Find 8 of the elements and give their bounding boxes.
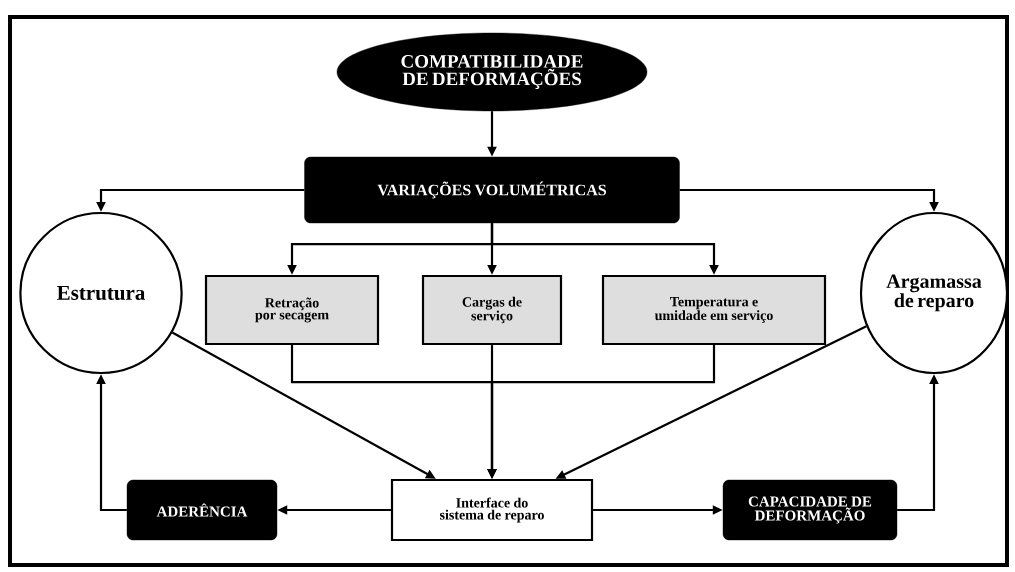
process-box: Temperatura e umidade em serviço [601,274,827,346]
process-box: Cargas de serviço [421,274,563,346]
oval: COMPATIBILIDADE DE DEFORMAÇÕES [336,32,648,112]
process-box: VARIAÇÕES VOLUMÉTRICAS [304,156,680,224]
node-label: Argamassa de reparo [886,274,982,312]
process-box: Retração por secagem [204,274,380,346]
process-box: CAPACIDADE DE DEFORMAÇÃO [722,479,898,541]
process-box: ADERÊNCIA [126,479,278,541]
